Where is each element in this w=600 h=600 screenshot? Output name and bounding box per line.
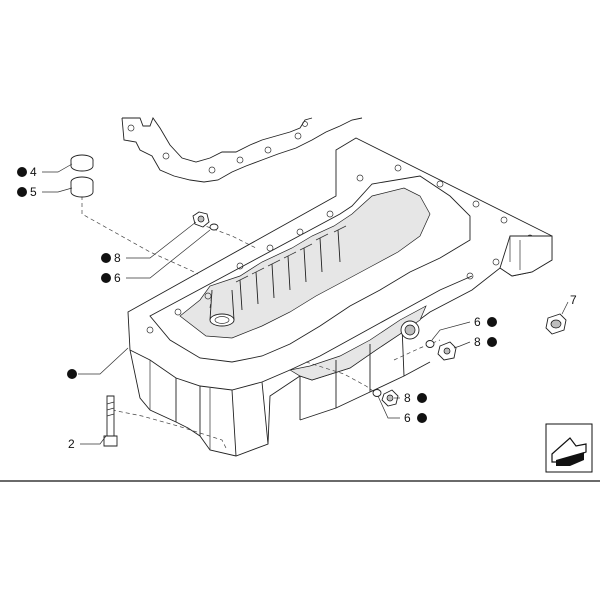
callout-dot <box>101 253 111 263</box>
callout-number: 6 <box>404 411 411 425</box>
callout-dot <box>417 413 427 423</box>
plug-mid <box>425 340 457 361</box>
callout-dot <box>67 369 77 379</box>
callout-6-top: 6 <box>101 271 121 285</box>
callout-5: 5 <box>17 185 37 199</box>
callout-2: 2 <box>68 437 75 451</box>
bolt <box>103 395 118 447</box>
callout-number: 8 <box>114 251 121 265</box>
callout-number: 8 <box>404 391 411 405</box>
callout-dot <box>487 317 497 327</box>
callout-8-bottom: 8 <box>404 391 427 405</box>
callout-dot <box>101 273 111 283</box>
callout-4: 4 <box>17 165 37 179</box>
oil-pan <box>127 137 553 457</box>
callout-6-mid: 6 <box>474 315 497 329</box>
callout-8-top: 8 <box>101 251 121 265</box>
arrow-box-icon[interactable] <box>545 423 593 473</box>
callout-number: 5 <box>30 185 37 199</box>
callout-number: 6 <box>474 315 481 329</box>
callout-dot <box>17 167 27 177</box>
leader-lines <box>42 163 569 445</box>
callout-7: 7 <box>570 293 577 307</box>
drain-plug <box>545 313 567 335</box>
callout-number: 2 <box>68 437 75 451</box>
callout-number: 8 <box>474 335 481 349</box>
callout-number: 4 <box>30 165 37 179</box>
plug-bottom <box>372 389 399 407</box>
sleeve <box>70 176 94 198</box>
plug-top <box>192 211 219 231</box>
callout-number: 7 <box>570 293 577 307</box>
callout-dot <box>417 393 427 403</box>
callout-dot <box>17 187 27 197</box>
callout-8-mid: 8 <box>474 335 497 349</box>
cap-plug <box>70 154 94 172</box>
gasket <box>121 117 363 183</box>
callout-1 <box>67 369 77 379</box>
callout-number: 6 <box>114 271 121 285</box>
callout-6-bottom: 6 <box>404 411 427 425</box>
callout-dot <box>487 337 497 347</box>
